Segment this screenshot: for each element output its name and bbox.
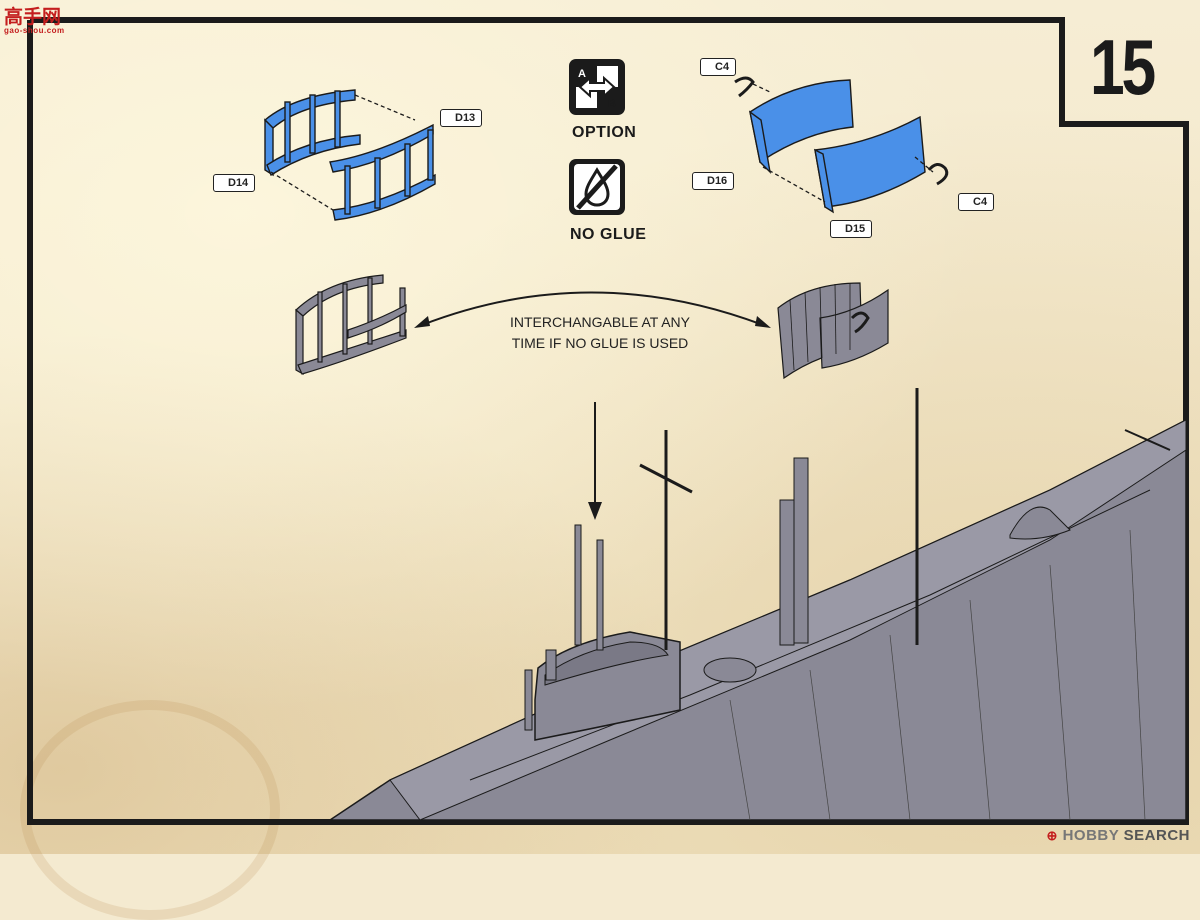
option-letter-a: A [578, 68, 586, 80]
railing-assembled-grey [295, 274, 407, 376]
watermark-top-url: gao-shou.com [4, 26, 65, 35]
watermark-search: SEARCH [1123, 827, 1190, 844]
part-label-d16: D16 [692, 172, 735, 190]
interchange-note: INTERCHANGABLE AT ANY TIME IF NO GLUE IS… [470, 312, 730, 354]
part-label-c4-bottom: C4 [958, 193, 995, 211]
no-glue-caption: NO GLUE [570, 226, 647, 243]
option-letter-b: B [608, 98, 616, 110]
part-label-c4-top: C4 [700, 58, 737, 76]
railing-assembly-blue [263, 89, 436, 221]
part-label-d14: D14 [213, 174, 256, 192]
shield-assembly-blue [734, 76, 949, 214]
watermark-bottom: ⊕ HOBBY SEARCH [1047, 827, 1191, 844]
interchange-arrow [414, 291, 771, 328]
part-label-d13: D13 [440, 109, 483, 127]
page-frame [27, 17, 1189, 825]
option-caption: OPTION [572, 124, 637, 141]
option-swap-icon: A B [569, 59, 625, 115]
watermark-brand: HOBBY [1062, 827, 1119, 844]
interchange-note-line2: TIME IF NO GLUE IS USED [511, 335, 689, 351]
part-label-d15: D15 [830, 220, 873, 238]
hobby-search-logo-icon: ⊕ [1046, 828, 1058, 843]
watermark-top: 高手网 gao-shou.com [4, 2, 65, 35]
no-glue-icon [569, 159, 625, 215]
interchange-note-line1: INTERCHANGABLE AT ANY [510, 314, 690, 330]
step-number: 15 [1090, 23, 1156, 111]
watermark-top-logo: 高手网 [4, 7, 62, 28]
placement-arrow [588, 402, 602, 520]
shield-assembled-grey [777, 282, 889, 380]
submarine-hull [330, 388, 1186, 820]
